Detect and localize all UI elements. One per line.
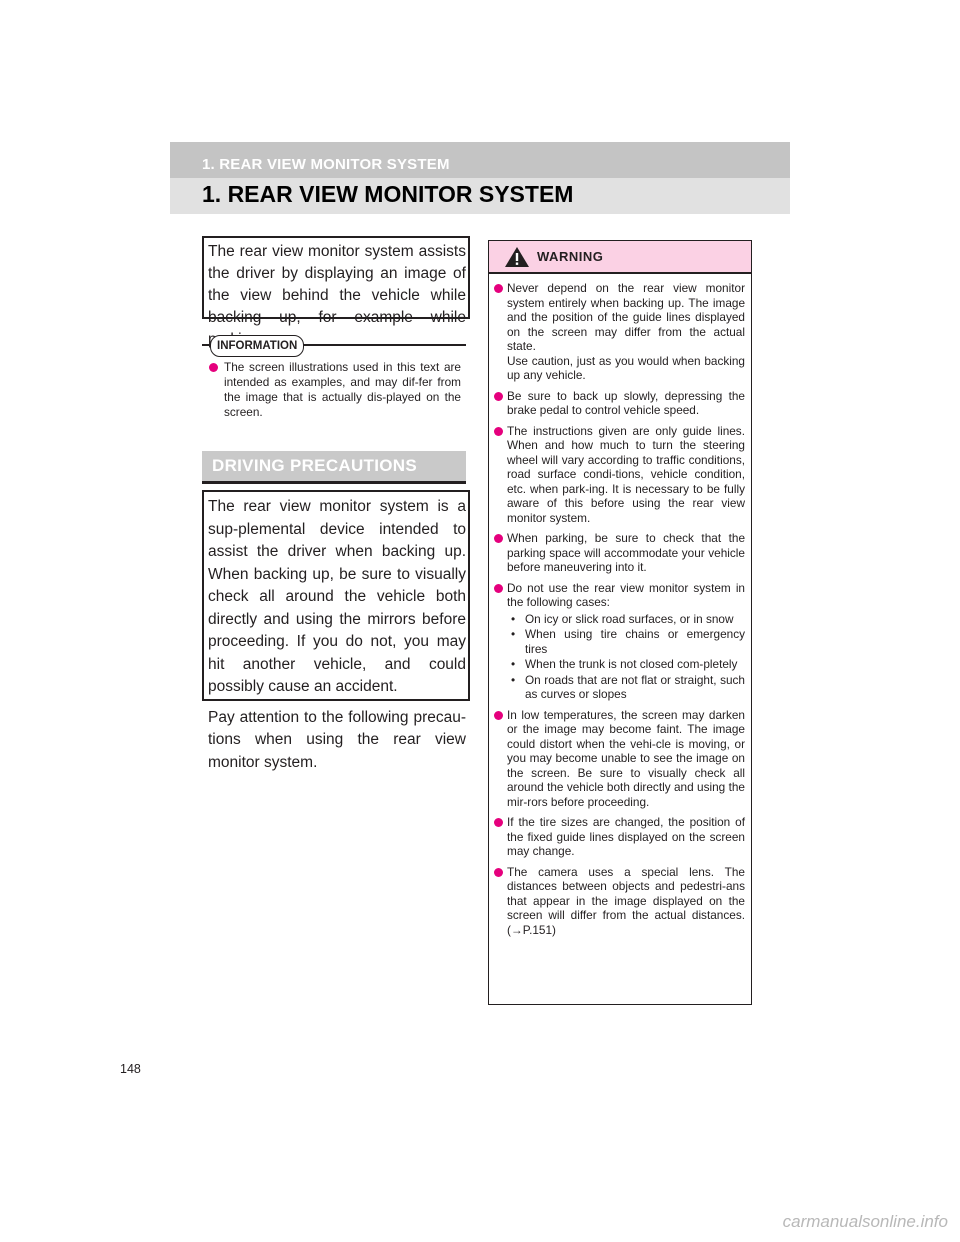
case-item: • On roads that are not flat or straight,… bbox=[507, 673, 745, 702]
intro-box: The rear view monitor system assists the… bbox=[202, 236, 470, 348]
running-header-text: 1. REAR VIEW MONITOR SYSTEM bbox=[202, 156, 450, 173]
warning-item: If the tire sizes are changed, the posit… bbox=[494, 815, 745, 859]
warning-header: WARNING bbox=[489, 241, 751, 273]
warning-item: Never depend on the rear view monitor sy… bbox=[494, 281, 745, 383]
dot-icon: • bbox=[511, 657, 516, 671]
warning-item: The camera uses a special lens. The dist… bbox=[494, 865, 745, 938]
page-number: 148 bbox=[120, 1062, 141, 1076]
warning-title: WARNING bbox=[537, 249, 604, 264]
warning-item: When parking, be sure to check that the … bbox=[494, 531, 745, 575]
warning-text: Never depend on the rear view monitor sy… bbox=[507, 281, 745, 353]
warning-box: WARNING Never depend on the rear view mo… bbox=[488, 240, 752, 1005]
case-text: When using tire chains or emergency tire… bbox=[525, 627, 745, 656]
warning-item: In low temperatures, the screen may dark… bbox=[494, 708, 745, 810]
bullet-icon bbox=[494, 534, 503, 543]
watermark: carmanualsonline.info bbox=[782, 1212, 948, 1231]
bullet-icon bbox=[494, 583, 503, 593]
warning-text: The instructions given are only guide li… bbox=[507, 423, 745, 525]
information-text: The screen illustrations used in this te… bbox=[224, 360, 461, 419]
bullet-icon bbox=[494, 426, 503, 436]
case-list: • On icy or slick road surfaces, or in sn… bbox=[507, 612, 745, 702]
bullet-icon bbox=[494, 867, 503, 877]
bullet-icon bbox=[209, 363, 218, 372]
driving-paragraph: The rear view monitor system is a sup-pl… bbox=[208, 498, 466, 695]
warning-list: Never depend on the rear view monitor sy… bbox=[494, 281, 745, 943]
information-label: INFORMATION bbox=[210, 335, 305, 357]
information-item: The screen illustrations used in this te… bbox=[209, 360, 461, 420]
case-text: When the trunk is not closed com-pletely bbox=[525, 657, 738, 671]
dot-icon: • bbox=[511, 627, 516, 641]
dot-icon: • bbox=[511, 611, 516, 626]
warning-text: The camera uses a special lens. The dist… bbox=[507, 864, 745, 937]
case-item: • When using tire chains or emergency tir… bbox=[507, 627, 745, 656]
warning-triangle-icon bbox=[505, 247, 529, 267]
case-text: On roads that are not flat or straight, … bbox=[525, 672, 745, 702]
information-list: The screen illustrations used in this te… bbox=[209, 360, 461, 420]
warning-text: When parking, be sure to check that the … bbox=[507, 531, 745, 574]
warning-text: In low temperatures, the screen may dark… bbox=[507, 707, 745, 809]
running-header: 1. REAR VIEW MONITOR SYSTEM bbox=[170, 142, 790, 178]
warning-item: Be sure to back up slowly, depressing th… bbox=[494, 389, 745, 418]
case-text: On icy or slick road surfaces, or in sno… bbox=[525, 611, 734, 626]
driving-paragraph: Pay attention to the following precau-ti… bbox=[208, 708, 466, 771]
warning-item: Do not use the rear view monitor system … bbox=[494, 581, 745, 702]
driving-precautions-box: The rear view monitor system is a sup-pl… bbox=[202, 490, 470, 771]
dot-icon: • bbox=[511, 672, 516, 687]
information-rule bbox=[202, 344, 466, 346]
driving-precautions-title: DRIVING PRECAUTIONS bbox=[212, 456, 417, 475]
case-item: • On icy or slick road surfaces, or in sn… bbox=[507, 612, 745, 627]
bullet-icon bbox=[494, 391, 503, 401]
section-title: 1. REAR VIEW MONITOR SYSTEM bbox=[202, 181, 574, 207]
section-title-bar: 1. REAR VIEW MONITOR SYSTEM bbox=[170, 178, 790, 214]
case-item: • When the trunk is not closed com-pletel… bbox=[507, 657, 745, 672]
warning-text: Do not use the rear view monitor system … bbox=[507, 580, 745, 610]
warning-rule bbox=[489, 272, 751, 274]
bullet-icon bbox=[494, 818, 503, 827]
driving-precautions-heading: DRIVING PRECAUTIONS bbox=[202, 451, 466, 484]
bullet-icon bbox=[494, 710, 503, 720]
warning-text: If the tire sizes are changed, the posit… bbox=[507, 815, 745, 858]
warning-text: Be sure to back up slowly, depressing th… bbox=[507, 388, 745, 418]
bullet-icon bbox=[494, 284, 503, 293]
warning-item: The instructions given are only guide li… bbox=[494, 424, 745, 526]
warning-text-extra: Use caution, just as you would when back… bbox=[507, 353, 745, 383]
